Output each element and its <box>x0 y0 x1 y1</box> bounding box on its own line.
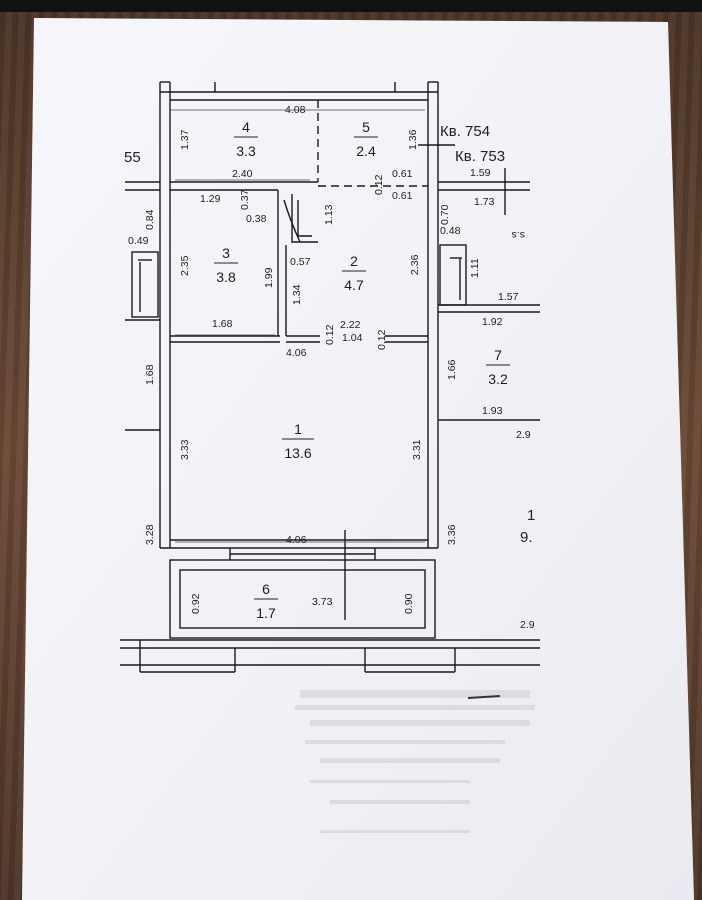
room-4: 4 3.3 <box>234 119 258 159</box>
dim-r3-top: 1.29 <box>200 193 221 205</box>
dim-side-084: 0.84 <box>144 209 156 230</box>
apartment-label-current: Кв. 754 <box>440 123 490 140</box>
dim-side-049: 0.49 <box>128 235 149 247</box>
top-black-bar <box>0 0 702 12</box>
room-6-area: 1.7 <box>256 605 276 621</box>
dim-left-168: 1.68 <box>144 364 156 385</box>
room-2-id: 2 <box>350 253 358 269</box>
dimension-labels: 4.08 1.37 1.36 2.40 0.12 0.61 0.61 1.29 … <box>124 104 535 631</box>
room-5-id: 5 <box>362 119 370 135</box>
dim-wall-012-a: 0.12 <box>373 174 385 195</box>
dim-n-157: 1.57 <box>498 291 519 303</box>
room-3: 3 3.8 <box>214 245 238 285</box>
room-2: 2 4.7 <box>342 253 366 293</box>
dim-n-111: 1.11 <box>469 258 481 278</box>
dim-wall-012-c: 0.12 <box>376 329 388 350</box>
room-2-area: 4.7 <box>344 277 364 293</box>
room-3-area: 3.8 <box>216 269 236 285</box>
dim-n-193: 1.93 <box>482 405 503 417</box>
room-7-area: 3.2 <box>488 371 508 387</box>
dim-right-166: 1.66 <box>446 359 458 380</box>
room-7: 7 3.2 <box>486 347 510 387</box>
dim-r1-top-width: 4.06 <box>286 347 307 359</box>
room-3-id: 3 <box>222 245 230 261</box>
dim-top-width: 4.08 <box>285 104 306 116</box>
dim-door-061-b: 0.61 <box>392 190 413 202</box>
room-4-area: 3.3 <box>236 143 256 159</box>
dim-r2-057: 0.57 <box>290 256 311 268</box>
dim-r2-height: 2.36 <box>409 254 421 275</box>
dim-n-29a: 2.9 <box>516 429 531 441</box>
dim-door-061-a: 0.61 <box>392 168 413 180</box>
room-4-id: 4 <box>242 119 250 135</box>
dim-r3-038: 0.38 <box>246 213 267 225</box>
dim-r6-left: 0.92 <box>190 593 202 614</box>
dim-r3-height: 2.35 <box>179 255 191 276</box>
room-5-area: 2.4 <box>356 143 376 159</box>
dim-n-29b: 2.9 <box>520 619 535 631</box>
dim-right-336: 3.36 <box>446 524 458 545</box>
dim-n-1: 1 <box>527 507 535 524</box>
dim-r6-right: 0.90 <box>403 593 415 614</box>
dim-r3-037: 0.37 <box>239 189 251 210</box>
dim-r2-104: 1.04 <box>342 332 363 344</box>
dim-n-173: 1.73 <box>474 196 495 208</box>
apartment-label-neighbor: Кв. 753 <box>455 148 505 165</box>
dim-wall-012-b: 0.12 <box>324 324 336 345</box>
room-1-id: 1 <box>294 421 302 437</box>
dim-r1-left: 3.33 <box>179 439 191 460</box>
dim-n-070: 0.70 <box>439 204 451 225</box>
dim-r3-inner-199: 1.99 <box>263 267 275 288</box>
walls <box>120 81 540 673</box>
dim-r2-134: 1.34 <box>291 284 303 305</box>
dimension-lines <box>170 109 425 543</box>
dim-n-192: 1.92 <box>482 316 503 328</box>
print-dash <box>467 695 501 699</box>
room-5: 5 2.4 <box>354 119 378 159</box>
dim-r2-113: 1.13 <box>323 204 335 225</box>
room-6-id: 6 <box>262 581 270 597</box>
room-7-id: 7 <box>494 347 502 363</box>
dim-n-048: 0.48 <box>440 225 461 237</box>
room-1-area: 13.6 <box>284 445 311 461</box>
dim-left-328: 3.28 <box>144 524 156 545</box>
dim-n-9: 9. <box>520 529 533 546</box>
dim-r5-height: 1.36 <box>407 129 419 150</box>
dim-n-55: 55 <box>124 149 141 166</box>
dim-n-ss: s.s <box>512 229 525 241</box>
dim-r2-222: 2.22 <box>340 319 361 331</box>
room-1: 1 13.6 <box>282 421 314 461</box>
print-artifacts <box>295 690 535 833</box>
dim-r6-width: 3.73 <box>312 596 333 608</box>
dim-n-159: 1.59 <box>470 167 491 179</box>
dim-r4-height: 1.37 <box>179 129 191 150</box>
paper-shading <box>22 18 694 900</box>
dim-mid-width: 2.40 <box>232 168 253 180</box>
dim-r1-bottom-width: 4.06 <box>286 534 307 546</box>
dim-r3-bottom: 1.68 <box>212 318 233 330</box>
dim-r1-right: 3.31 <box>411 439 423 460</box>
room-6: 6 1.7 <box>254 581 278 621</box>
